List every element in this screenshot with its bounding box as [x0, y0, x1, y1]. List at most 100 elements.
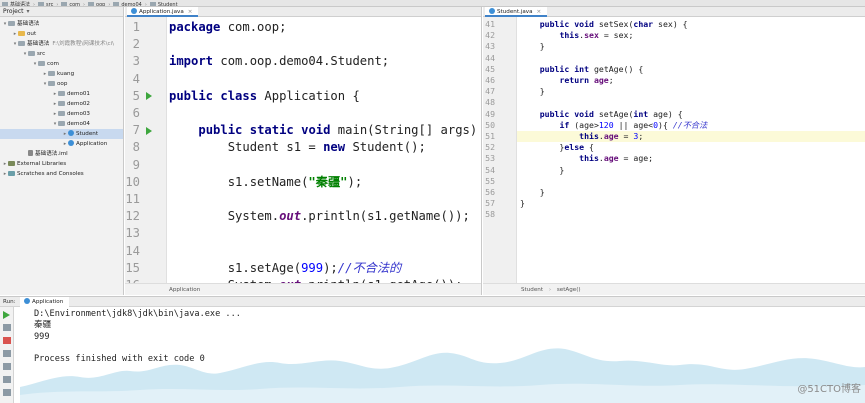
tree-item[interactable]: ▸Scratches and Consoles — [0, 169, 123, 179]
tree-item[interactable]: ▸demo02 — [0, 99, 123, 109]
code-line[interactable]: this.sex = sex; — [559, 30, 634, 41]
chevron-down-icon[interactable]: ▾ — [23, 51, 27, 57]
wrap-icon[interactable] — [3, 350, 11, 357]
editor-status-class[interactable]: Student — [521, 287, 544, 293]
chevron-right-icon[interactable]: ▸ — [63, 141, 67, 147]
code-line[interactable]: public void setSex(char sex) { — [539, 19, 688, 29]
editor-status-method[interactable]: setAge() — [556, 287, 581, 293]
breadcrumb-separator: › — [144, 2, 147, 7]
chevron-down-icon[interactable]: ▾ — [26, 8, 30, 15]
line-gutter — [483, 17, 517, 283]
tree-item[interactable]: ▸kuang — [0, 69, 123, 79]
trash-icon[interactable] — [3, 389, 11, 396]
chevron-right-icon[interactable]: ▸ — [53, 101, 57, 107]
run-gutter-icon[interactable] — [146, 92, 152, 101]
code-line[interactable]: } — [520, 86, 545, 97]
folder-icon — [38, 2, 45, 6]
tree-item[interactable]: ▸ out — [0, 29, 123, 39]
module-path: F:\刘霞教程\网课技术\ci\ — [52, 41, 114, 47]
stop-icon[interactable] — [3, 337, 11, 344]
breadcrumb-separator: › — [548, 287, 552, 293]
code-line[interactable]: Student s1 = new Student(); — [169, 140, 426, 155]
code-line[interactable]: } — [520, 198, 525, 209]
print-icon[interactable] — [3, 376, 11, 383]
tree-item-label: 基础语法 — [17, 21, 40, 27]
chevron-down-icon[interactable]: ▾ — [53, 121, 57, 127]
code-line[interactable]: return age; — [559, 75, 614, 85]
tree-item[interactable]: ▾demo04 — [0, 119, 123, 129]
run-tab-application[interactable]: Application — [20, 297, 70, 307]
tree-item[interactable]: ▸Application — [0, 139, 123, 149]
chevron-right-icon[interactable]: ▸ — [63, 131, 67, 137]
tree-item[interactable]: ▸External Libraries — [0, 159, 123, 169]
line-number: 4 — [132, 71, 140, 86]
run-gutter-icon[interactable] — [146, 126, 152, 135]
breadcrumb-item[interactable]: Student — [148, 2, 184, 6]
code-line[interactable]: public class Application { — [169, 88, 360, 103]
tree-item-label: demo01 — [67, 91, 90, 97]
code-line[interactable]: } — [520, 164, 565, 175]
project-header[interactable]: Project ▾ — [0, 7, 123, 17]
chevron-right-icon[interactable]: ▸ — [53, 91, 57, 97]
chevron-down-icon[interactable]: ▾ — [33, 61, 37, 67]
java-class-icon — [68, 139, 74, 146]
chevron-right-icon[interactable]: ▸ — [3, 171, 7, 177]
breadcrumb-label: com — [69, 2, 81, 7]
code-line[interactable]: package com.oop; — [169, 20, 287, 34]
tree-item[interactable]: ▾ 基础语法 — [0, 19, 123, 29]
code-line[interactable]: public int getAge() { — [539, 63, 644, 74]
code-line[interactable]: if (age>120 || age<0){ //不合法 — [559, 119, 708, 130]
editor-status-class[interactable]: Application — [169, 287, 201, 293]
console-output[interactable]: D:\Environment\jdk8\jdk\bin\java.exe ...… — [34, 309, 241, 365]
code-line[interactable]: }else { — [520, 142, 594, 153]
tree-item[interactable]: ▾src — [0, 49, 123, 59]
tree-item[interactable]: ▸Student — [0, 129, 123, 139]
code-line[interactable]: System.out.println(s1.getName()); — [169, 209, 470, 224]
code-line[interactable]: import com.oop.demo04.Student; — [169, 54, 390, 69]
code-line[interactable]: this.age = age; — [579, 153, 654, 164]
scratch-icon — [8, 170, 15, 176]
chevron-down-icon[interactable]: ▾ — [43, 81, 47, 87]
tab-application-java[interactable]: Application.java× — [127, 7, 199, 17]
tree-item[interactable]: ▾oop — [0, 79, 123, 89]
line-number: 12 — [125, 209, 140, 224]
code-line[interactable]: } — [520, 41, 545, 52]
chevron-down-icon[interactable]: ▾ — [3, 21, 7, 27]
rerun-icon[interactable] — [3, 311, 10, 319]
breadcrumb-item[interactable]: com› — [59, 2, 86, 7]
breadcrumb-item[interactable]: oop› — [86, 2, 111, 6]
tab-student-java[interactable]: Student.java× — [485, 7, 548, 17]
chevron-right-icon[interactable]: ▸ — [3, 161, 7, 167]
close-icon[interactable]: × — [187, 9, 193, 15]
code-line[interactable]: s1.setName("秦疆"); — [169, 174, 363, 189]
code-line[interactable]: this.age = 3; — [579, 131, 644, 141]
line-number: 48 — [485, 97, 495, 108]
code-line[interactable]: } — [520, 187, 545, 197]
breadcrumb-item[interactable]: demo04› — [111, 2, 148, 7]
tree-item-label: out — [27, 31, 37, 37]
java-class-icon — [489, 7, 495, 14]
breadcrumb-item[interactable]: 基础语法› — [0, 2, 36, 6]
background-wave-graphic — [20, 348, 865, 403]
close-icon[interactable]: × — [536, 9, 542, 15]
editor-breadcrumb-left: Application — [125, 283, 481, 295]
chevron-down-icon[interactable]: ▾ — [13, 41, 17, 47]
code-line[interactable]: public void setAge(int age) { — [539, 108, 683, 119]
chevron-right-icon[interactable]: ▸ — [43, 71, 47, 77]
scroll-to-end-icon[interactable] — [3, 363, 11, 370]
code-line[interactable]: s1.setAge(999);//不合法的 — [169, 260, 402, 275]
tree-item[interactable]: ▸demo03 — [0, 109, 123, 119]
chevron-right-icon[interactable]: ▸ — [53, 111, 57, 117]
tab-label: Application.java — [139, 9, 184, 15]
up-arrow-icon[interactable] — [3, 324, 11, 331]
breadcrumb: 基础语法›src›com›oop›demo04›Student — [0, 0, 865, 7]
tree-item[interactable]: ▾com — [0, 59, 123, 69]
project-title[interactable]: Project — [3, 8, 24, 15]
chevron-right-icon[interactable]: ▸ — [13, 31, 17, 37]
line-number: 15 — [125, 260, 140, 275]
code-line[interactable]: public static void main(String[] args) { — [198, 123, 482, 138]
tree-item[interactable]: ▸ demo01 — [0, 89, 123, 99]
tree-item[interactable]: 基础语法.iml — [0, 149, 123, 159]
breadcrumb-item[interactable]: src› — [36, 2, 59, 6]
